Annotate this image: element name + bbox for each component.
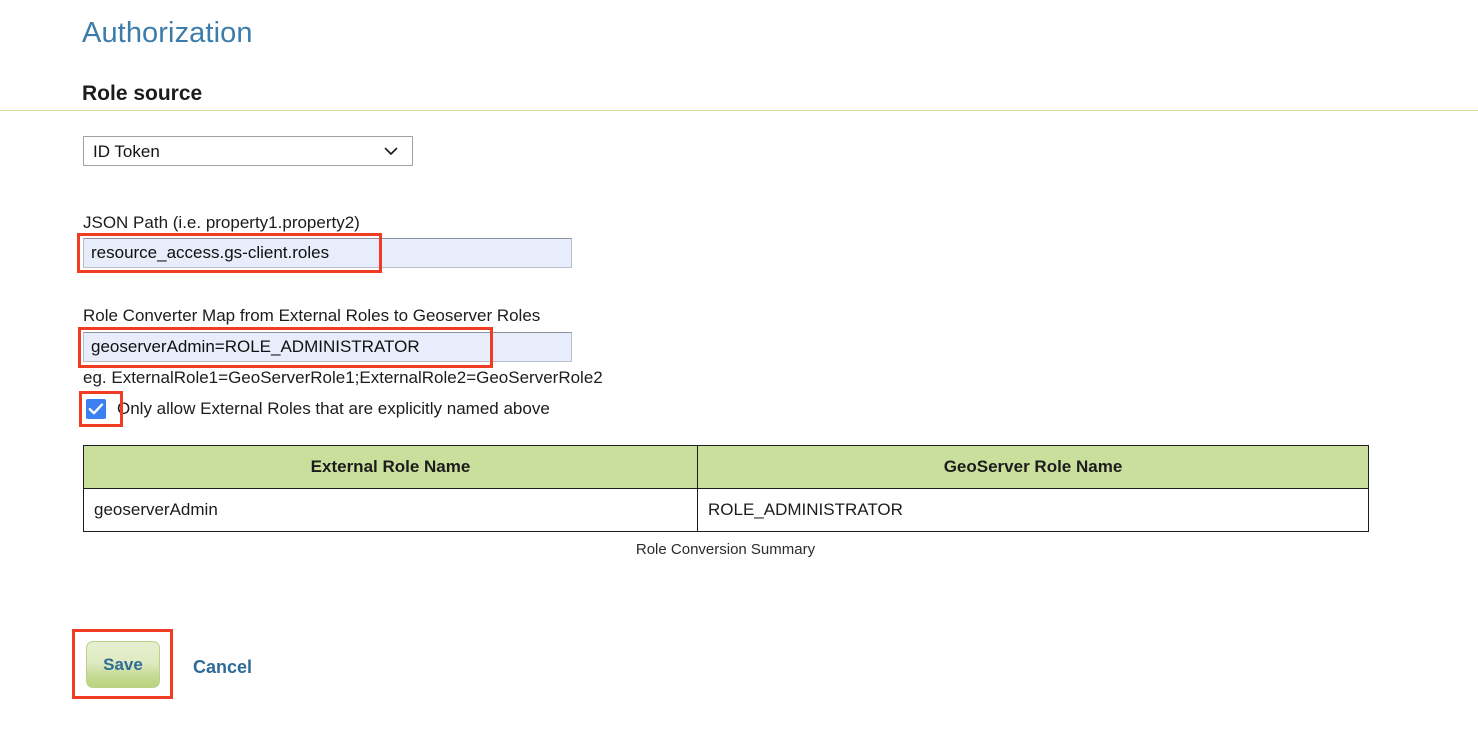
only-allow-external-roles-label: Only allow External Roles that are expli… xyxy=(117,398,550,418)
role-conversion-summary-caption: Role Conversion Summary xyxy=(635,541,816,558)
role-source-selected-value: ID Token xyxy=(93,141,160,161)
json-path-input[interactable] xyxy=(83,238,572,268)
json-path-label: JSON Path (i.e. property1.property2) xyxy=(83,213,360,232)
table-row: geoserverAdmin ROLE_ADMINISTRATOR xyxy=(83,488,1369,532)
role-source-select[interactable]: ID Token xyxy=(83,136,413,166)
save-button[interactable]: Save xyxy=(86,641,160,688)
role-converter-map-label: Role Converter Map from External Roles t… xyxy=(83,306,541,325)
section-divider xyxy=(0,110,1478,111)
cancel-link[interactable]: Cancel xyxy=(193,657,253,677)
role-converter-map-input[interactable] xyxy=(83,332,572,362)
cell-external-role-name: geoserverAdmin xyxy=(83,488,698,532)
column-header-geoserver-role-name: GeoServer Role Name xyxy=(697,445,1369,489)
table-header-row: External Role Name GeoServer Role Name xyxy=(83,445,1369,489)
chevron-down-icon xyxy=(382,142,400,160)
only-allow-external-roles-checkbox[interactable] xyxy=(86,399,106,419)
only-allow-external-roles-row[interactable]: Only allow External Roles that are expli… xyxy=(86,398,550,420)
page-title: Authorization xyxy=(82,17,253,49)
role-converter-helper-text: eg. ExternalRole1=GeoServerRole1;Externa… xyxy=(83,368,603,387)
cell-geoserver-role-name: ROLE_ADMINISTRATOR xyxy=(697,488,1369,532)
role-conversion-table: External Role Name GeoServer Role Name g… xyxy=(83,445,1369,532)
column-header-external-role-name: External Role Name xyxy=(83,445,698,489)
role-source-select-box[interactable]: ID Token xyxy=(83,136,413,166)
section-heading-role-source: Role source xyxy=(82,82,203,105)
